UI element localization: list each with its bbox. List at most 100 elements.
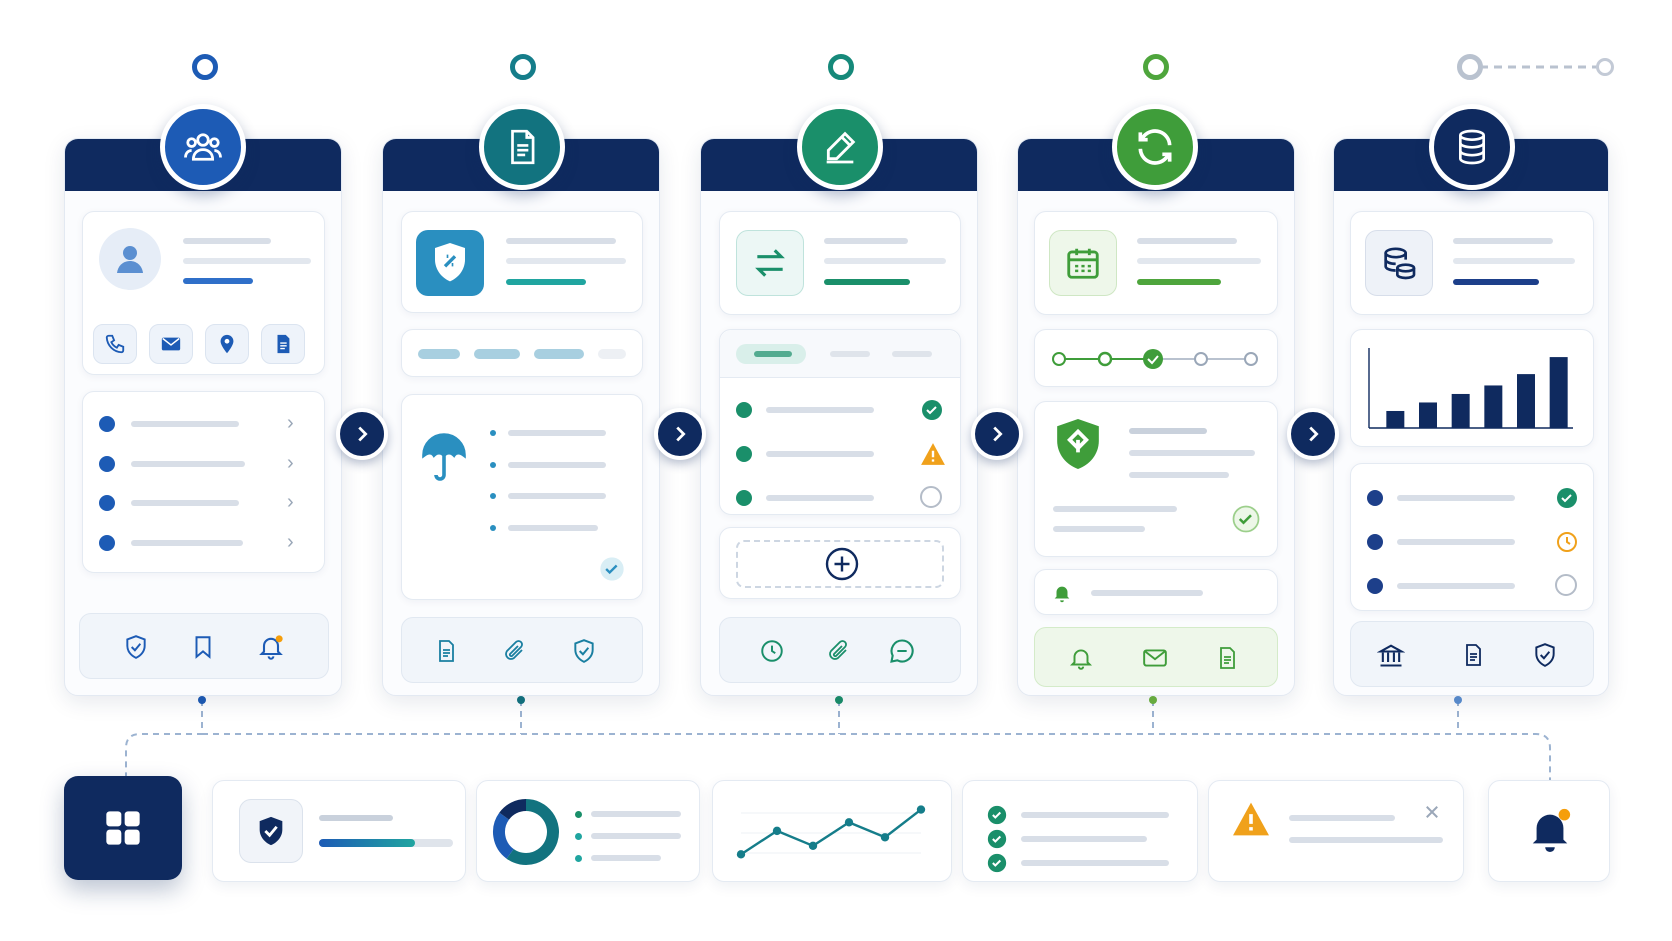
bell-icon[interactable]: [1065, 642, 1097, 674]
refresh-icon: [1138, 129, 1172, 165]
pencil-icon: [826, 131, 856, 164]
next-arrow-button[interactable]: [971, 408, 1023, 460]
bookmark-icon[interactable]: [187, 631, 219, 663]
add-dropzone[interactable]: [736, 540, 944, 588]
list-panel: › › › ›: [82, 391, 325, 573]
coins-icon: [1365, 230, 1433, 296]
bar-chart-bar: [1484, 385, 1503, 428]
stage-badge-people[interactable]: [160, 104, 246, 190]
bar-chart-bar: [1549, 357, 1568, 428]
chevron-right-icon[interactable]: ›: [287, 452, 294, 474]
checklist-tile[interactable]: [962, 780, 1198, 882]
paperclip-icon[interactable]: [498, 635, 530, 667]
bar-chart-bar: [1386, 410, 1405, 428]
chevron-right-icon: [676, 426, 686, 442]
bell-icon[interactable]: [255, 631, 287, 663]
next-arrow-button[interactable]: [336, 408, 388, 460]
document-icon[interactable]: [1211, 642, 1243, 674]
line-chart-tile[interactable]: [712, 780, 952, 882]
shield-check-icon[interactable]: [1529, 639, 1561, 671]
shield-check-icon[interactable]: [120, 631, 152, 663]
bell-icon[interactable]: [1051, 582, 1073, 609]
warning-alert-tile[interactable]: [1208, 780, 1464, 882]
bar-chart-bar: [1451, 393, 1470, 428]
donut-chart-tile[interactable]: [476, 780, 700, 882]
check-circle-icon: [987, 805, 1007, 830]
line-chart-point: [772, 826, 782, 836]
phone-icon: [105, 334, 125, 354]
empty-circle-icon[interactable]: [1555, 574, 1577, 596]
card-footer: [719, 617, 961, 683]
security-progress-tile[interactable]: [212, 780, 466, 882]
mail-icon[interactable]: [1139, 642, 1171, 674]
shield-check-icon[interactable]: [568, 635, 600, 667]
chevron-right-icon: [993, 426, 1003, 442]
profile-panel: [82, 211, 325, 375]
next-arrow-button[interactable]: [654, 408, 706, 460]
notifications-tile[interactable]: [1488, 780, 1610, 882]
clock-icon[interactable]: [756, 635, 788, 667]
document-icon[interactable]: [1457, 639, 1489, 671]
grid-icon: [106, 811, 140, 845]
chevron-right-icon[interactable]: ›: [287, 531, 294, 553]
stage-badge-finance[interactable]: [1429, 104, 1515, 190]
document-icon[interactable]: [430, 635, 462, 667]
stage-badge-document[interactable]: [479, 104, 565, 190]
chat-icon[interactable]: [886, 635, 918, 667]
timeline-node-1[interactable]: [192, 54, 218, 80]
stage-card-finance: [1333, 138, 1609, 696]
line-chart: [736, 805, 926, 859]
umbrella-icon: [420, 433, 468, 490]
stage-card-document: [382, 138, 660, 696]
location-button[interactable]: [205, 324, 249, 364]
dashboard-hub-button[interactable]: [64, 776, 182, 880]
location-pin-icon: [220, 334, 234, 354]
line-chart-point: [844, 818, 854, 827]
close-icon[interactable]: [1423, 803, 1441, 826]
check-circle-icon: [920, 398, 944, 427]
chevron-right-icon[interactable]: ›: [287, 412, 294, 434]
chevron-right-icon[interactable]: ›: [287, 491, 294, 513]
mail-button[interactable]: [149, 324, 193, 364]
progress-stepper[interactable]: [1049, 344, 1265, 374]
calendar-icon: [1049, 230, 1117, 296]
add-icon[interactable]: [824, 546, 860, 587]
stage-badge-edit[interactable]: [797, 104, 883, 190]
tag-panel: [401, 329, 643, 377]
avatar[interactable]: [99, 228, 161, 290]
swap-arrows-icon: [736, 230, 804, 296]
progress-stepper-panel: [1034, 329, 1278, 387]
phone-button[interactable]: [93, 324, 137, 364]
bank-icon[interactable]: [1375, 639, 1407, 671]
database-icon: [1459, 129, 1485, 165]
add-panel: [719, 527, 961, 599]
timeline-node-5[interactable]: [1457, 54, 1483, 80]
schedule-panel: [1034, 211, 1278, 315]
next-arrow-button[interactable]: [1287, 408, 1339, 460]
timeline-node-3[interactable]: [828, 54, 854, 80]
bell-icon[interactable]: [1527, 805, 1573, 860]
donut-chart: [493, 799, 559, 865]
timeline-node-2[interactable]: [510, 54, 536, 80]
shield-policy-icon: [416, 230, 484, 296]
chevron-right-icon: [1309, 426, 1319, 442]
stage-badge-sync[interactable]: [1112, 104, 1198, 190]
timeline-node-4[interactable]: [1143, 54, 1169, 80]
clock-pending-icon: [1555, 530, 1579, 559]
bar-chart-bar: [1517, 374, 1535, 428]
bar-chart-panel: [1350, 329, 1594, 447]
paperclip-icon[interactable]: [822, 635, 854, 667]
alert-panel: [1034, 569, 1278, 615]
user-icon: [117, 246, 143, 273]
document-icon: [277, 334, 290, 354]
empty-circle-icon[interactable]: [920, 486, 942, 508]
finance-summary-panel: [1350, 211, 1594, 315]
check-circle-icon: [1555, 486, 1579, 515]
policy-panel: [401, 211, 643, 313]
warning-icon: [1231, 801, 1271, 842]
card-footer: [401, 617, 643, 683]
check-circle-icon: [987, 853, 1007, 878]
shield-check-icon: [239, 799, 303, 863]
shield-badge-icon: [1053, 416, 1103, 477]
document-button[interactable]: [261, 324, 305, 364]
